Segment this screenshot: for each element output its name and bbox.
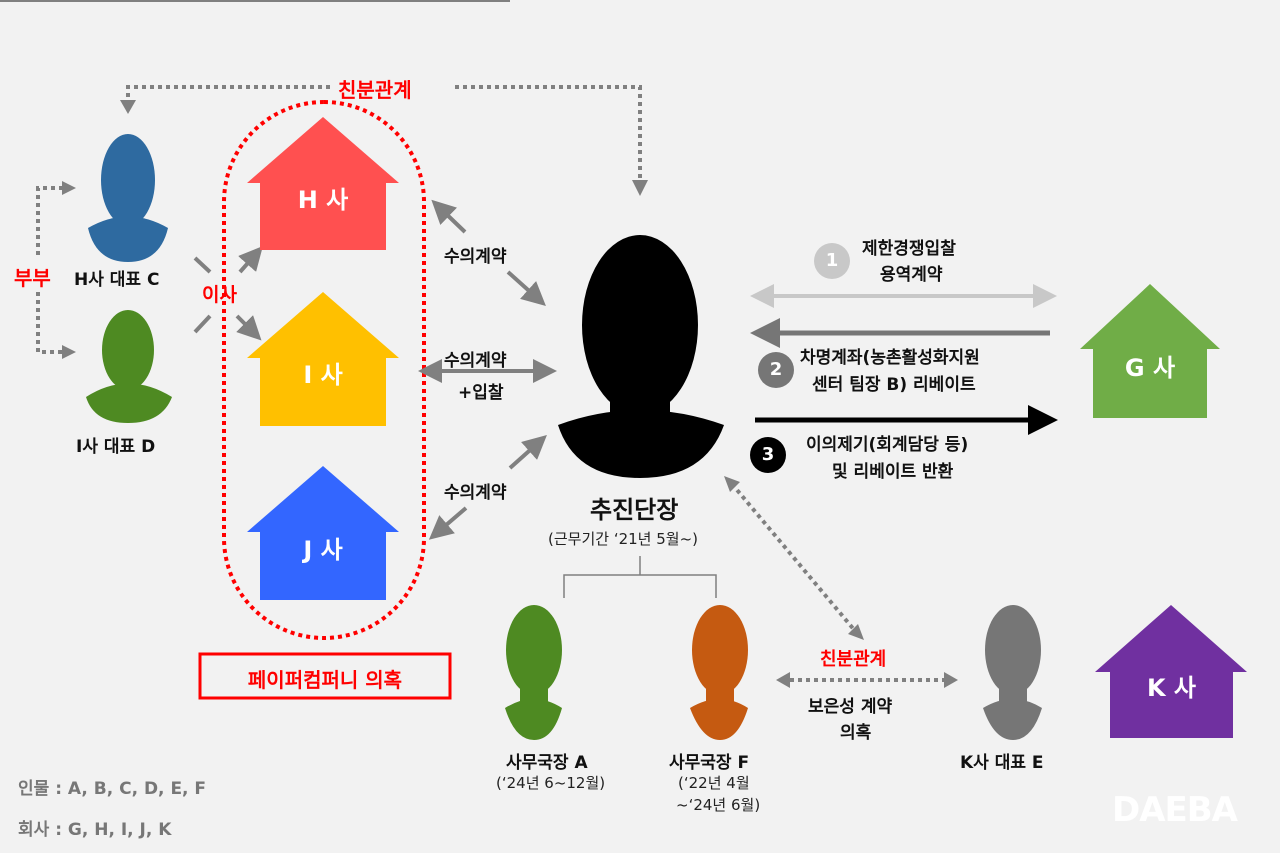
legend-people: 인물 : A, B, C, D, E, F — [18, 779, 207, 799]
paper-company-box — [198, 652, 452, 700]
legend-companies: 회사 : G, H, I, J, K — [18, 820, 172, 840]
person-D-silhouette — [86, 310, 172, 423]
director-label: 이사 — [202, 284, 237, 306]
step-3-line-1: 이의제기(회계담당 등) — [806, 435, 969, 455]
step-3-badge: 3 — [750, 437, 786, 473]
person-F-title: 사무국장 F — [669, 753, 750, 773]
person-E-silhouette — [983, 605, 1042, 740]
paper-company-label: 페이퍼컴퍼니 의혹 — [247, 668, 403, 692]
person-E-label: K사 대표 E — [960, 753, 1044, 773]
company-G-label: G 사 — [1124, 354, 1176, 382]
contract-I-label-1: 수의계약 — [444, 351, 507, 371]
house-K — [1095, 605, 1247, 738]
org-connector — [563, 556, 717, 598]
company-H-label: H 사 — [297, 186, 349, 214]
step-2-line-2: 센터 팀장 B) 리베이트 — [812, 375, 976, 395]
house-I — [247, 292, 399, 426]
step-2-line-1: 차명계좌(농촌활성화지원 — [800, 348, 980, 368]
person-F-period-1: (‘22년 4월 — [678, 774, 750, 792]
person-F-silhouette — [690, 605, 748, 740]
company-I-label: I 사 — [303, 361, 343, 389]
leader-period: (근무기간 ‘21년 5월~) — [548, 530, 699, 548]
step-1-line-1: 제한경쟁입찰 — [862, 239, 956, 259]
kinship-bottom-label: 친분관계 — [820, 649, 887, 670]
kinship-top-label: 친분관계 — [338, 78, 412, 102]
company-K-label: K 사 — [1146, 674, 1197, 702]
watermark-logo: DAEBA — [1112, 790, 1238, 830]
house-G — [1080, 284, 1220, 418]
person-F-period-2: ~‘24년 6월) — [676, 796, 761, 814]
contract-I-label-2: +입찰 — [458, 383, 504, 403]
leader-title: 추진단장 — [590, 496, 679, 524]
company-J-label: J 사 — [303, 536, 343, 564]
step-1-badge: 1 — [814, 243, 850, 279]
paper-company-boundary — [222, 100, 426, 640]
person-C-silhouette — [88, 134, 168, 262]
house-H — [247, 117, 399, 250]
step-1-line-2: 용역계약 — [880, 265, 943, 285]
person-D-label: I사 대표 D — [76, 437, 156, 457]
couple-connector — [36, 186, 62, 354]
person-A-period: (‘24년 6~12월) — [496, 774, 606, 792]
person-A-silhouette — [505, 605, 562, 740]
couple-label: 부부 — [14, 266, 51, 290]
favor-contract-line-1: 보은성 계약 — [808, 697, 893, 717]
person-A-title: 사무국장 A — [506, 753, 588, 773]
person-C-label: H사 대표 C — [74, 270, 160, 290]
step-2-badge: 2 — [758, 352, 794, 388]
contract-J-label: 수의계약 — [444, 483, 507, 503]
kinship-top-connector — [126, 85, 642, 180]
leader-silhouette — [558, 235, 724, 478]
contract-H-label: 수의계약 — [444, 247, 507, 267]
house-J — [247, 466, 399, 600]
favor-contract-line-2: 의혹 — [840, 723, 872, 743]
step-3-line-2: 및 리베이트 반환 — [832, 462, 954, 482]
